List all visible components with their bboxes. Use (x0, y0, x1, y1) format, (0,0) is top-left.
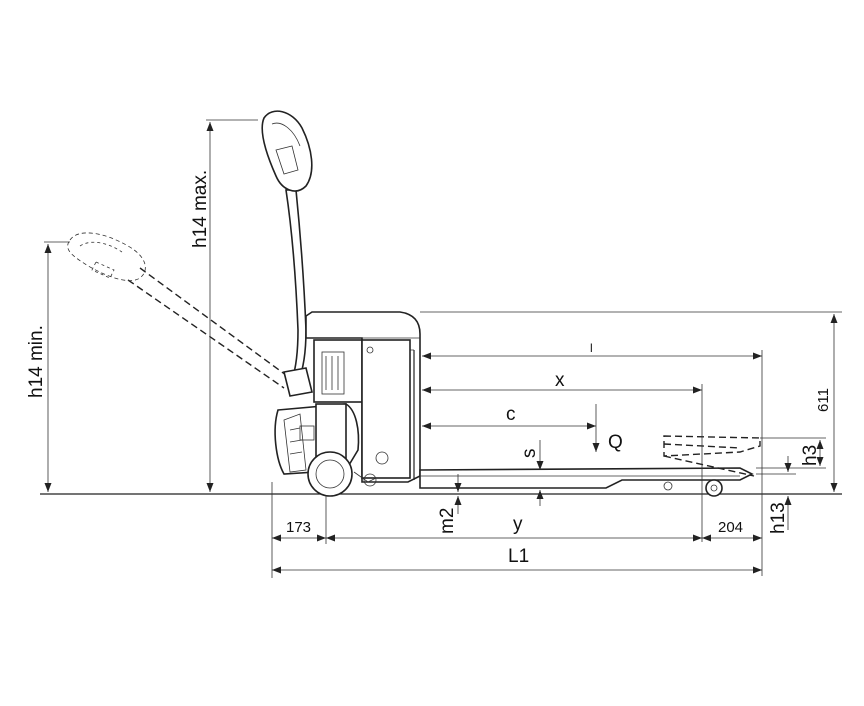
label-l1: L1 (508, 546, 529, 567)
dimension-h13 (756, 456, 796, 530)
label-q: Q (608, 432, 623, 453)
tiller-lowered-dashed (67, 232, 291, 389)
label-204: 204 (718, 519, 743, 536)
h14-min-dimension (44, 241, 70, 492)
label-s: s (519, 449, 540, 459)
label-c: c (506, 404, 516, 425)
label-h3: h3 (800, 445, 821, 466)
label-173: 173 (286, 519, 311, 536)
dimension-611 (420, 311, 842, 492)
label-m2: m2 (437, 508, 458, 534)
dimension-bottom-row (271, 482, 762, 578)
label-h14-max: h14 max. (190, 170, 211, 248)
label-x: x (555, 370, 565, 391)
h14-max-dimension (206, 119, 258, 492)
dimension-c (422, 404, 600, 452)
label-611: 611 (815, 388, 832, 412)
label-h13: h13 (768, 502, 789, 534)
label-h14-min: h14 min. (26, 325, 47, 398)
label-y: y (513, 514, 523, 535)
truck-body (274, 311, 421, 497)
label-l: l (590, 341, 593, 355)
dimension-x (422, 384, 703, 542)
tiller-upright (261, 110, 313, 397)
forks (419, 435, 761, 497)
dimension-l (422, 350, 763, 576)
